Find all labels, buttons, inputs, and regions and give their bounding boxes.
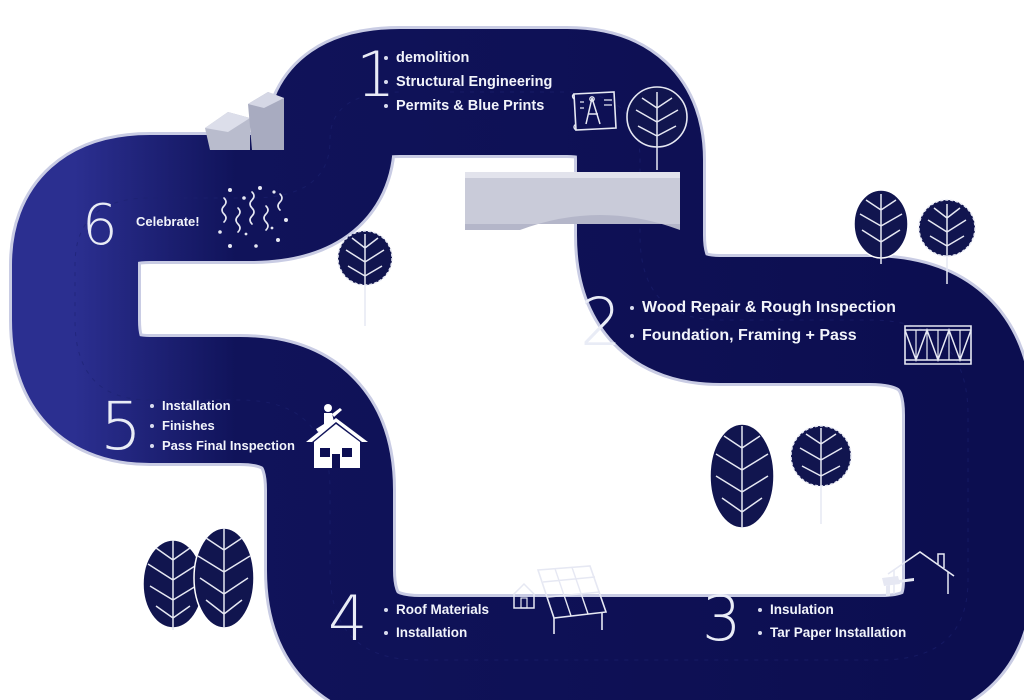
step-2-item: Foundation, Framing + Pass [630,322,896,350]
house-roofer-icon [306,404,368,468]
step-1-list: demolition Structural Engineering Permit… [384,46,552,118]
house-hammer-icon [882,551,955,596]
step-2-list: Wood Repair & Rough Inspection Foundatio… [630,294,896,350]
step-4-item: Roof Materials [384,598,489,621]
blueprint-icon [571,91,617,131]
step-1-item: demolition [384,46,552,70]
step-4-list: Roof Materials Installation [384,598,489,644]
solar-panel-icon [513,565,608,634]
tree-icon [853,189,909,264]
step-6-number: 6 [82,193,118,258]
tree-icon [918,199,976,284]
step-6-label: Celebrate! [136,214,200,229]
step-1-item: Structural Engineering [384,70,552,94]
step-3-number: 3 [702,582,742,655]
step-3-list: Insulation Tar Paper Installation [758,598,906,644]
step-5-item: Finishes [150,416,295,436]
tree-icon [709,423,775,529]
step-5-list: Installation Finishes Pass Final Inspect… [150,396,295,456]
tree-icon [626,86,688,170]
step-3-item: Insulation [758,598,906,621]
step-2-item: Wood Repair & Rough Inspection [630,294,896,322]
step-4-number: 4 [328,582,368,655]
step-5-item: Pass Final Inspection [150,436,295,456]
step-1-item: Permits & Blue Prints [384,94,552,118]
step-2-number: 2 [580,284,622,361]
step-5-number: 5 [100,388,142,465]
road-surface [12,29,1024,700]
tree-icon [193,527,255,629]
tree-icon [790,425,852,524]
bridge [465,172,680,230]
step-4-item: Installation [384,621,489,644]
step-5-item: Installation [150,396,295,416]
ramp-blocks [205,92,284,150]
confetti-icon [218,186,288,248]
step-3-item: Tar Paper Installation [758,621,906,644]
step-1-number: 1 [356,38,396,111]
tree-icon [337,230,393,326]
wall-frame-icon [904,325,972,365]
